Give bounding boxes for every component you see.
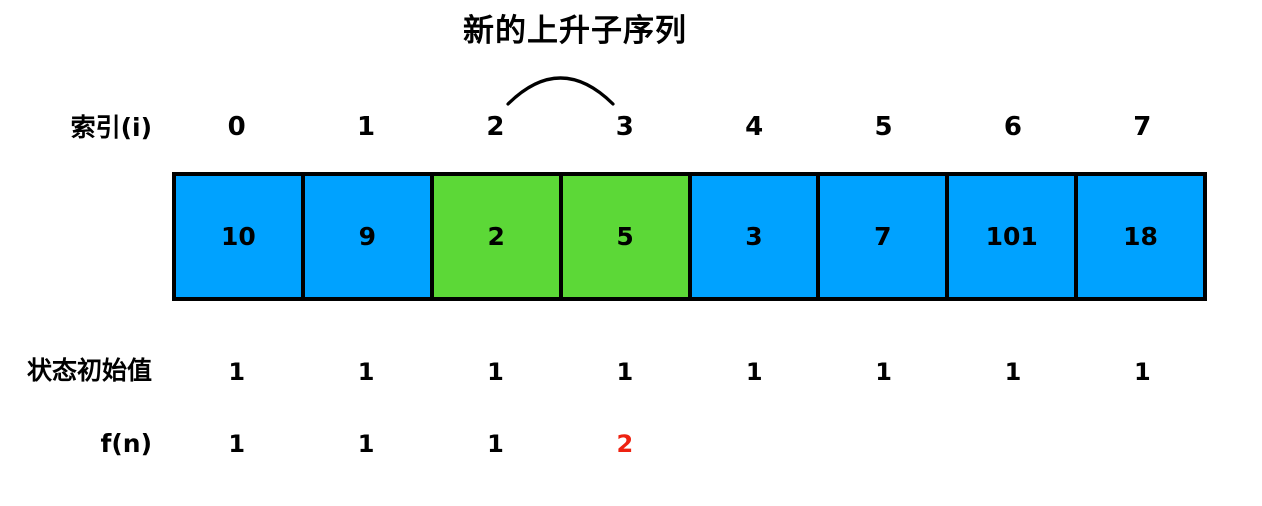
init-state-value-6: 1 (1004, 358, 1022, 386)
fn-row: 1 1 1 2 (172, 428, 1207, 460)
subsequence-arc (506, 76, 615, 106)
index-row: 0 1 2 3 4 5 6 7 (172, 110, 1207, 144)
init-state-value-1: 1 (357, 358, 375, 386)
init-state-value-0: 1 (228, 358, 246, 386)
fn-value-2: 1 (487, 430, 504, 458)
fn-value-1: 1 (357, 430, 375, 458)
annotation-title: 新的上升子序列 (463, 13, 687, 49)
row-label-init-state: 状态初始值 (26, 356, 152, 385)
init-state-value-2: 1 (487, 358, 504, 386)
init-state-row: 1 1 1 1 1 1 1 1 (172, 356, 1207, 388)
index-value-3: 3 (615, 112, 634, 142)
row-label-index: 索引(i) (70, 113, 152, 142)
fn-value-3: 2 (616, 430, 634, 458)
index-value-7: 7 (1133, 112, 1152, 142)
array-cell-0[interactable]: 10 (176, 176, 305, 297)
array-cell-6[interactable]: 101 (949, 176, 1079, 297)
index-value-1: 1 (357, 112, 376, 142)
array-grid: 10 9 2 5 3 7 101 18 (172, 172, 1207, 301)
row-label-fn: f(n) (100, 429, 152, 458)
index-value-5: 5 (874, 112, 893, 142)
array-cell-4[interactable]: 3 (691, 176, 821, 297)
index-value-2: 2 (486, 112, 505, 142)
init-state-value-4: 1 (745, 358, 763, 386)
array-cell-7[interactable]: 18 (1078, 176, 1203, 297)
init-state-value-7: 1 (1133, 358, 1151, 386)
init-state-value-3: 1 (616, 358, 634, 386)
index-value-4: 4 (745, 112, 764, 142)
array-cell-5[interactable]: 7 (820, 176, 950, 297)
fn-value-0: 1 (228, 430, 246, 458)
array-cell-1[interactable]: 9 (304, 176, 434, 297)
array-cell-3[interactable]: 5 (562, 176, 692, 297)
index-value-6: 6 (1003, 112, 1022, 142)
array-cell-2[interactable]: 2 (433, 176, 563, 297)
init-state-value-5: 1 (875, 358, 892, 386)
index-value-0: 0 (227, 112, 246, 142)
